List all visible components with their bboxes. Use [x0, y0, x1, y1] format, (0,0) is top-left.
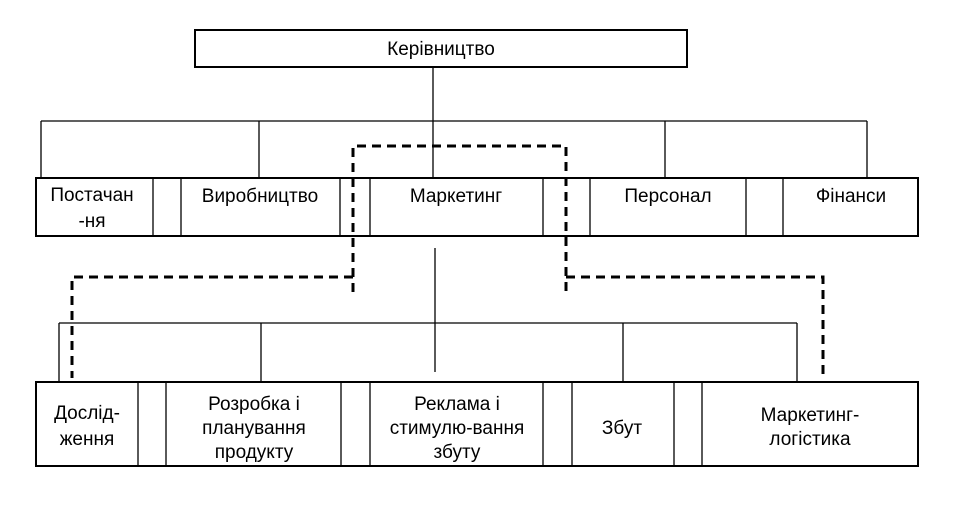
dashed-link-research — [70, 275, 353, 378]
unit-logistics-line2: логістика — [769, 429, 851, 450]
management-label: Керівництво — [387, 39, 495, 60]
marketing-units-row — [35, 381, 919, 467]
unit-advertising-line2: стимулю-вання — [390, 418, 525, 439]
unit-advertising-line3: збуту — [434, 442, 481, 463]
unit-product-line3: продукту — [215, 442, 294, 463]
unit-advertising-line1: Реклама і — [414, 394, 500, 415]
unit-sales-label: Збут — [602, 418, 642, 439]
departments-row — [35, 177, 919, 237]
unit-research-line2: ження — [60, 429, 115, 450]
unit-product-line2: планування — [202, 418, 306, 439]
unit-research-line1: Дослід- — [54, 403, 120, 424]
dept-marketing-label: Маркетинг — [410, 186, 502, 207]
dept-personnel-label: Персонал — [624, 186, 711, 207]
unit-logistics-line1: Маркетинг- — [761, 405, 860, 426]
dashed-link-logistics — [566, 275, 825, 378]
dept-supply-line1: Постачан — [50, 185, 133, 206]
management-box — [194, 29, 688, 68]
dept-supply-line2: -ня — [78, 211, 105, 232]
dept-production-label: Виробництво — [202, 186, 318, 207]
dept-finance-label: Фінанси — [816, 186, 886, 207]
unit-product-line1: Розробка і — [208, 394, 300, 415]
